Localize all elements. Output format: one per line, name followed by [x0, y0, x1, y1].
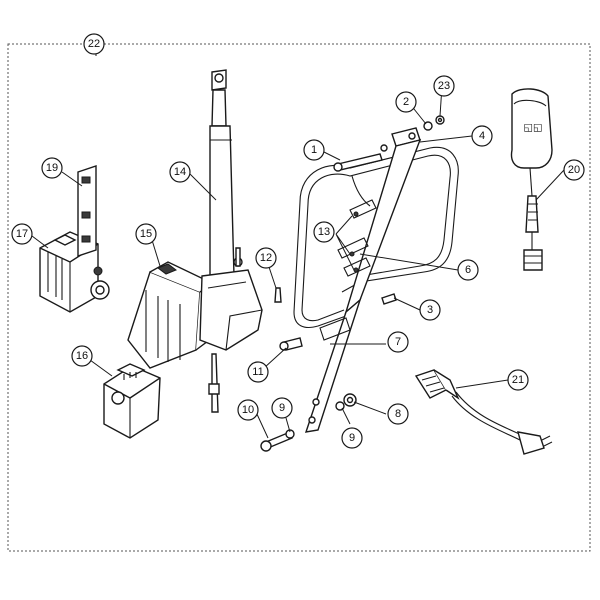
callout-19: 19	[41, 157, 63, 179]
callout-21: 21	[507, 369, 529, 391]
callout-13: 13	[313, 221, 335, 243]
svg-text:10: 10	[242, 404, 254, 416]
mounting-arm	[304, 127, 422, 433]
svg-text:22: 22	[88, 38, 100, 50]
svg-text:20: 20	[568, 164, 580, 176]
callout-6: 6	[457, 259, 479, 281]
battery-bracket	[77, 165, 97, 257]
callout-14: 14	[169, 161, 191, 183]
linear-actuator	[199, 69, 263, 413]
callout-1: 1	[303, 139, 325, 161]
callouts: 22 1 2 23 4 6 3 7 8 9 9 10 11 12 13 14 1…	[11, 33, 585, 449]
leader-lines	[31, 44, 565, 439]
bolt-11	[279, 337, 303, 351]
washer-9-left	[285, 429, 295, 439]
svg-text:15: 15	[140, 228, 152, 240]
callout-10: 10	[237, 399, 259, 421]
svg-text:8: 8	[395, 408, 401, 420]
callout-2: 2	[395, 91, 417, 113]
svg-text:17: 17	[16, 228, 28, 240]
nut-23	[435, 115, 445, 125]
svg-text:16: 16	[76, 350, 88, 362]
svg-text:12: 12	[260, 252, 272, 264]
svg-text:3: 3	[427, 304, 433, 316]
callout-7: 7	[387, 331, 409, 353]
callout-3: 3	[419, 299, 441, 321]
svg-text:1: 1	[311, 144, 317, 156]
svg-text:9: 9	[279, 402, 285, 414]
callout-15: 15	[135, 223, 157, 245]
svg-text:6: 6	[465, 264, 471, 276]
svg-text:14: 14	[174, 166, 186, 178]
nut-8	[343, 393, 357, 407]
callout-4: 4	[471, 125, 493, 147]
callout-20: 20	[563, 159, 585, 181]
battery-box	[39, 231, 110, 313]
svg-text:4: 4	[479, 130, 485, 142]
svg-text:7: 7	[395, 336, 401, 348]
svg-text:21: 21	[512, 374, 524, 386]
svg-text:2: 2	[403, 96, 409, 108]
callout-12: 12	[255, 247, 277, 269]
svg-text:19: 19	[46, 162, 58, 174]
bolt-3	[381, 293, 397, 305]
callout-11: 11	[247, 361, 269, 383]
hand-control: ◱◱	[510, 88, 553, 271]
callout-9-left: 9	[271, 397, 293, 419]
assembly-boundary	[7, 43, 591, 552]
callout-23: 23	[433, 75, 455, 97]
bolt-1	[333, 153, 383, 172]
callout-8: 8	[387, 403, 409, 425]
svg-text:23: 23	[438, 80, 450, 92]
pin-12	[274, 287, 282, 303]
power-cord	[414, 369, 553, 455]
svg-text:13: 13	[318, 226, 330, 238]
callout-22: 22	[83, 33, 105, 55]
callout-16: 16	[71, 345, 93, 367]
svg-text:11: 11	[252, 366, 263, 378]
callout-17: 17	[11, 223, 33, 245]
svg-text:9: 9	[349, 432, 355, 444]
hand-control-buttons-icon: ◱◱	[524, 123, 543, 134]
callout-9-right: 9	[341, 427, 363, 449]
control-box	[103, 363, 161, 439]
